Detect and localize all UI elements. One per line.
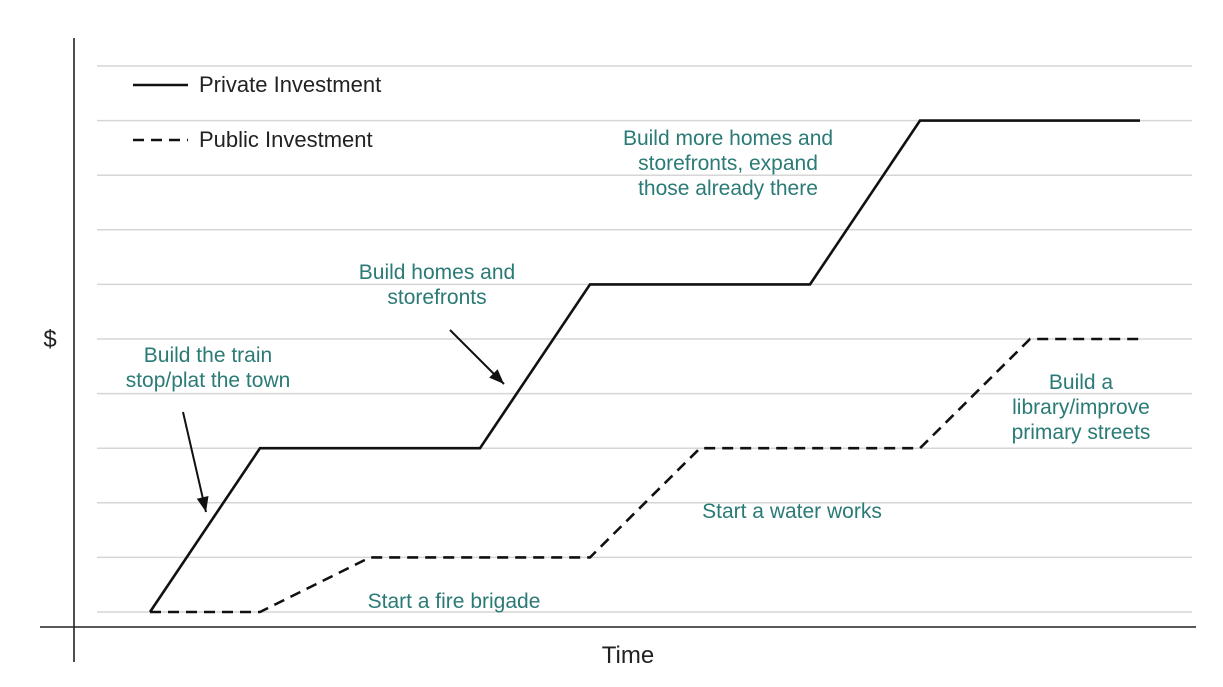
series-line-private-investment bbox=[148, 119, 1140, 613]
annotation-line: Build homes and bbox=[359, 261, 515, 284]
annotation-arrow-line bbox=[182, 411, 207, 513]
legend-label-public: Public Investment bbox=[199, 127, 373, 152]
series bbox=[148, 119, 1140, 614]
legend: Private Investment Public Investment bbox=[133, 72, 381, 152]
annotation-arrows bbox=[182, 329, 505, 513]
annotation-water: Start a water works bbox=[702, 500, 882, 523]
annotation-line: Start a water works bbox=[702, 500, 882, 523]
axes bbox=[40, 38, 1196, 662]
annotation-line: library/improve bbox=[1012, 396, 1150, 419]
annotation-line: stop/plat the town bbox=[126, 369, 291, 392]
annotation-line: Build more homes and bbox=[623, 127, 833, 150]
annotation-line: primary streets bbox=[1012, 421, 1151, 444]
annotation-line: storefronts bbox=[387, 286, 486, 309]
series-line-public-investment bbox=[150, 337, 1140, 614]
x-axis-label: Time bbox=[602, 642, 654, 669]
y-axis-label: $ bbox=[43, 326, 56, 353]
annotation-arrowhead bbox=[196, 496, 209, 512]
annotation-fire: Start a fire brigade bbox=[368, 590, 541, 613]
annotation-line: Build a bbox=[1049, 371, 1114, 394]
legend-label-private: Private Investment bbox=[199, 72, 381, 97]
annotation-line: those already there bbox=[638, 177, 818, 200]
annotation-line: Start a fire brigade bbox=[368, 590, 541, 613]
annotation-line: storefronts, expand bbox=[638, 152, 818, 175]
annotation-arrowhead bbox=[489, 369, 504, 384]
annotation-line: Build the train bbox=[144, 344, 272, 367]
